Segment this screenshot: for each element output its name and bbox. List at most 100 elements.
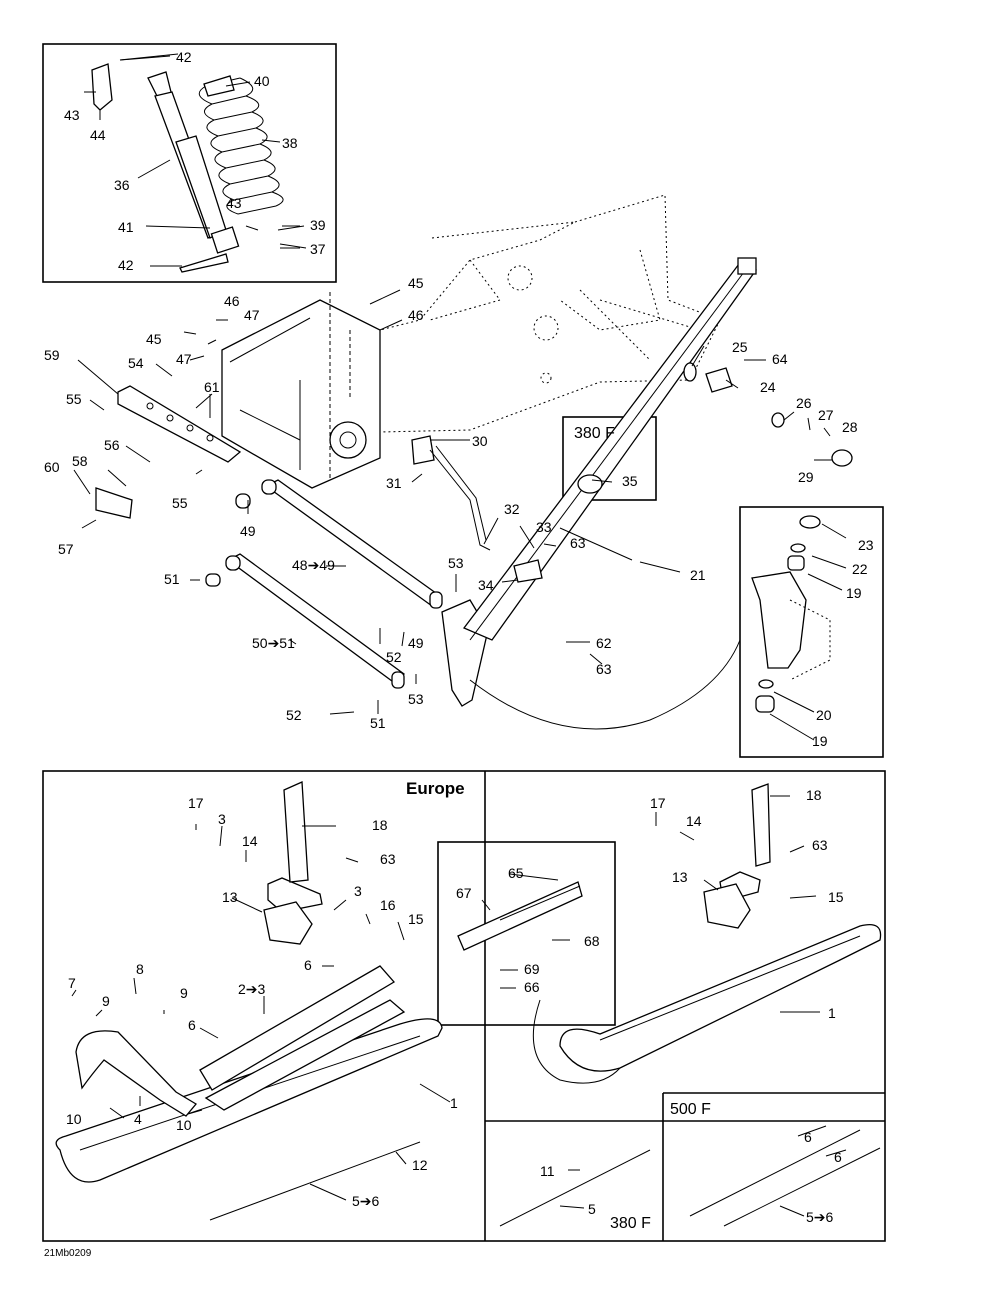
ski-stop-inset-frame — [437, 841, 616, 1026]
callout-11: 11 — [540, 1163, 555, 1179]
callout-22: 22 — [852, 561, 868, 577]
callout-42-a: 42 — [176, 49, 192, 65]
callout-34: 34 — [478, 577, 494, 593]
callout-7: 7 — [68, 975, 76, 991]
callout-31: 31 — [386, 475, 402, 491]
inset-link-curve — [469, 639, 741, 730]
callout-23: 23 — [858, 537, 874, 553]
callout-15-a: 15 — [408, 911, 424, 927]
callout-14-b: 14 — [686, 813, 702, 829]
bulkhead-drawing — [221, 292, 381, 489]
callout-48-49: 48➔49 — [292, 557, 335, 573]
callout-9-a: 9 — [102, 993, 110, 1009]
callout-33: 33 — [536, 519, 552, 535]
spindle-inset-frame — [739, 506, 884, 758]
right-ski-drawing — [532, 783, 882, 1084]
callout-8: 8 — [136, 961, 144, 977]
callout-55-b: 55 — [172, 495, 188, 511]
callout-37: 37 — [310, 241, 326, 257]
callout-5-6-a: 5➔6 — [352, 1193, 380, 1209]
callout-35: 35 — [622, 473, 638, 489]
ski-stop-inset-drawing — [457, 881, 583, 951]
callout-53-a: 53 — [448, 555, 464, 571]
europe-label: Europe — [406, 779, 465, 798]
front-mount-bushings — [577, 362, 853, 494]
chassis-outline — [319, 194, 721, 433]
callout-14-a: 14 — [242, 833, 258, 849]
callout-19-a: 19 — [846, 585, 862, 601]
callout-12: 12 — [412, 1157, 428, 1173]
callout-4: 4 — [134, 1111, 142, 1127]
callout-53-b: 53 — [408, 691, 424, 707]
callout-17-a: 17 — [188, 795, 204, 811]
variant-500f-label: 500 F — [670, 1101, 711, 1118]
callout-65: 65 — [508, 865, 524, 881]
callout-45-b: 45 — [146, 331, 162, 347]
coil-spring-drawing — [198, 75, 307, 249]
callout-59: 59 — [44, 347, 60, 363]
callout-16: 16 — [380, 897, 396, 913]
variant-380f-top-label: 380 F — [574, 425, 615, 442]
shock-inset-frame — [42, 43, 337, 283]
callout-15-b: 15 — [828, 889, 844, 905]
callout-43-a: 43 — [64, 107, 80, 123]
callout-50-51: 50➔51 — [252, 635, 295, 651]
drawing-code: 21Mb0209 — [44, 1248, 92, 1259]
spindle-inset-drawing — [751, 515, 831, 713]
callout-10-b: 10 — [176, 1117, 192, 1133]
callout-27: 27 — [818, 407, 834, 423]
callout-6-a: 6 — [304, 957, 312, 973]
callout-62: 62 — [596, 635, 612, 651]
variant-380f-frame — [562, 416, 657, 501]
callout-67: 67 — [456, 885, 472, 901]
callout-6-d: 6 — [834, 1149, 842, 1165]
callout-41: 41 — [118, 219, 134, 235]
callout-5: 5 — [588, 1201, 596, 1217]
callout-44: 44 — [90, 127, 106, 143]
callout-55-a: 55 — [66, 391, 82, 407]
callout-29: 29 — [798, 469, 814, 485]
callout-58: 58 — [72, 453, 88, 469]
callout-13-a: 13 — [222, 889, 238, 905]
callout-20: 20 — [816, 707, 832, 723]
callout-63-d: 63 — [812, 837, 828, 853]
callout-25: 25 — [732, 339, 748, 355]
callout-18-a: 18 — [372, 817, 388, 833]
callout-52-a: 52 — [386, 649, 402, 665]
callout-9-b: 9 — [180, 985, 188, 1001]
callout-68: 68 — [584, 933, 600, 949]
callout-43-b: 43 — [226, 195, 242, 211]
callout-45-a: 45 — [408, 275, 424, 291]
callout-49-a: 49 — [240, 523, 256, 539]
callout-3-b: 3 — [354, 883, 362, 899]
callout-26: 26 — [796, 395, 812, 411]
callout-57: 57 — [58, 541, 74, 557]
callout-5-6-b: 5➔6 — [806, 1209, 834, 1225]
front-cross-member — [117, 385, 242, 463]
callout-32: 32 — [504, 501, 520, 517]
callout-46-b: 46 — [408, 307, 424, 323]
callout-47-a: 47 — [244, 307, 260, 323]
callout-63-a: 63 — [570, 535, 586, 551]
callout-46-a: 46 — [224, 293, 240, 309]
callout-61: 61 — [204, 379, 220, 395]
carbide-runners-drawing — [499, 1129, 881, 1227]
callout-1-b: 1 — [828, 1005, 836, 1021]
callout-labels: 42 43 44 40 38 36 43 41 39 37 42 45 46 4… — [44, 49, 874, 1225]
callout-1-a: 1 — [450, 1095, 458, 1111]
callout-3-a: 3 — [218, 811, 226, 827]
callout-19-b: 19 — [812, 733, 828, 749]
callout-17-b: 17 — [650, 795, 666, 811]
bracket-60 — [95, 487, 133, 519]
callout-64: 64 — [772, 351, 788, 367]
callout-18-b: 18 — [806, 787, 822, 803]
callout-42-b: 42 — [118, 257, 134, 273]
callout-47-b: 47 — [176, 351, 192, 367]
callout-21: 21 — [690, 567, 706, 583]
europe-ski-drawing — [55, 781, 443, 1221]
ski-section-frame — [42, 770, 886, 1242]
callout-63-c: 63 — [380, 851, 396, 867]
callout-36: 36 — [114, 177, 130, 193]
callout-10-a: 10 — [66, 1111, 82, 1127]
